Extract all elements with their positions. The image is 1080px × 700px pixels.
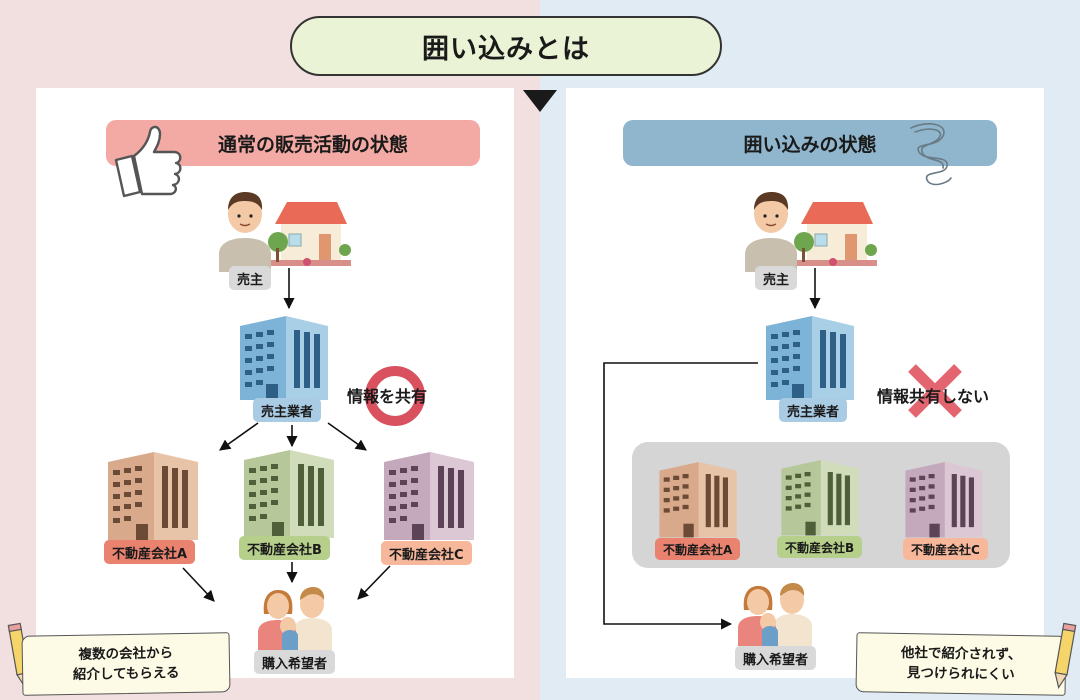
enclosure-heading-label: 囲い込みの状態 bbox=[743, 133, 877, 156]
arrow-agent-direct-to-buyer bbox=[603, 362, 758, 630]
pencil-icon-right bbox=[1054, 622, 1077, 690]
buyer-family-illustration-left bbox=[258, 587, 332, 650]
company-c-building-right bbox=[905, 462, 983, 538]
company-a-building-left bbox=[108, 452, 198, 540]
company-a-building-right bbox=[659, 462, 737, 538]
down-arrow-icon bbox=[523, 90, 557, 112]
company-a-label-right: 不動産会社A bbox=[655, 538, 741, 560]
page-title: 囲い込みとは bbox=[290, 16, 722, 76]
company-c-label-left: 不動産会社C bbox=[381, 541, 472, 565]
circle-mark-icon bbox=[365, 366, 425, 426]
company-b-label-right: 不動産会社B bbox=[777, 536, 863, 558]
buyer-label-right: 購入希望者 bbox=[735, 646, 817, 670]
no-info-share-label: 情報共有しない bbox=[877, 387, 990, 406]
scribble-icon bbox=[910, 123, 952, 186]
note-left-line1: 複数の会社から bbox=[78, 645, 174, 663]
note-left-line2: 紹介してもらえる bbox=[72, 665, 180, 683]
agent-label-left: 売主業者 bbox=[253, 398, 322, 422]
buyer-label-left: 購入希望者 bbox=[254, 650, 336, 674]
company-a-label-left: 不動産会社A bbox=[104, 540, 196, 564]
seller-with-house-illustration bbox=[219, 192, 351, 272]
thumbs-up-icon bbox=[114, 125, 182, 198]
buyer-family-illustration-right bbox=[738, 583, 812, 646]
agent-building-left bbox=[240, 316, 328, 400]
info-share-label: 情報を共有 bbox=[347, 387, 428, 406]
seller-label-left: 売主 bbox=[229, 266, 272, 290]
note-right-line2: 見つけられにくい bbox=[906, 665, 1015, 683]
company-c-label-right: 不動産会社C bbox=[903, 538, 988, 560]
agent-building-right bbox=[766, 316, 854, 400]
company-b-label-left: 不動産会社B bbox=[239, 536, 330, 560]
arrow-company-c-to-buyer bbox=[357, 565, 391, 600]
company-b-building-left bbox=[244, 450, 334, 538]
cross-mark-icon bbox=[908, 364, 962, 418]
company-c-building-left bbox=[384, 452, 474, 540]
normal-sales-heading-label: 通常の販売活動の状態 bbox=[217, 133, 408, 156]
seller-with-house-illustration-right bbox=[745, 192, 877, 272]
note-right: 他社で紹介されず、 見つけられにくい bbox=[855, 632, 1067, 696]
company-b-building-right bbox=[781, 460, 859, 536]
arrow-agent-to-company-c bbox=[327, 422, 367, 451]
note-left: 複数の会社から 紹介してもらえる bbox=[21, 632, 231, 696]
note-right-line1: 他社で紹介されず、 bbox=[900, 644, 1022, 664]
arrow-company-a-to-buyer bbox=[182, 567, 215, 602]
seller-label-right: 売主 bbox=[755, 266, 798, 290]
agent-label-right: 売主業者 bbox=[779, 398, 848, 422]
arrow-agent-to-company-a bbox=[219, 422, 259, 451]
